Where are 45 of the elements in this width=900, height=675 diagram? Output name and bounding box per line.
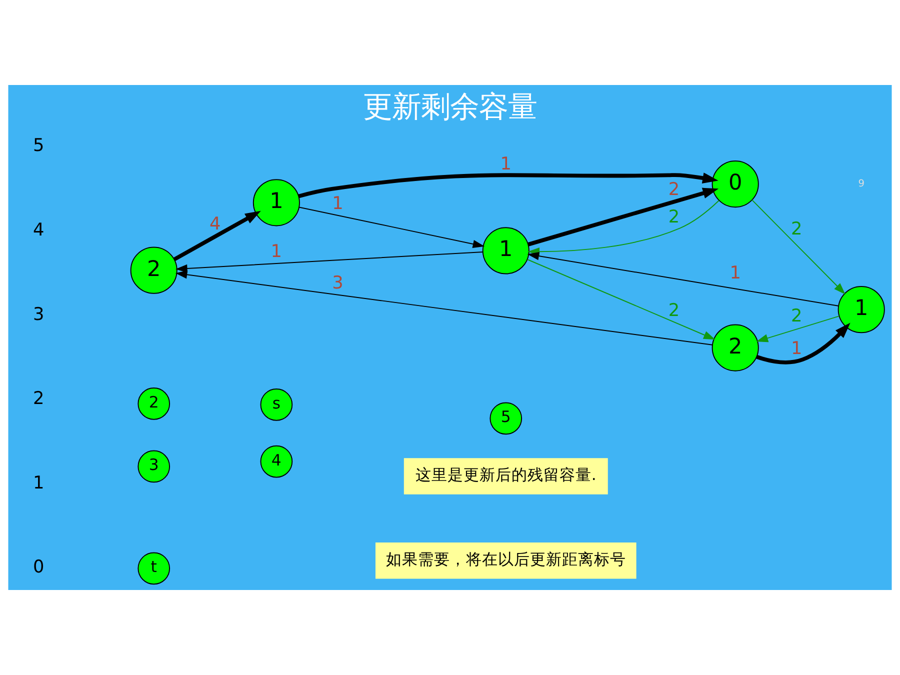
edge-label: 4 bbox=[210, 214, 221, 235]
edge-label: 1 bbox=[500, 154, 512, 175]
label: 3 bbox=[33, 304, 44, 325]
arrow bbox=[298, 206, 485, 248]
node-circle: 2 bbox=[712, 324, 759, 372]
label: 4 bbox=[33, 220, 44, 240]
node-circle: 2 bbox=[138, 388, 170, 420]
edge-label: 3 bbox=[332, 273, 344, 294]
edge-label: 1 bbox=[270, 242, 282, 262]
edge-label: 2 bbox=[668, 180, 680, 200]
diagram-title: 更新剩余容量 bbox=[363, 89, 537, 124]
node-box: 如果需要，将在以后更新距离标号 bbox=[375, 542, 636, 579]
arrow bbox=[173, 210, 261, 262]
node-circle: s bbox=[260, 388, 293, 421]
node-circle: 4 bbox=[260, 445, 293, 478]
label: 2 bbox=[33, 389, 44, 410]
edge-label: 2 bbox=[791, 219, 802, 240]
arrow bbox=[756, 322, 850, 364]
node-circle: 2 bbox=[130, 246, 178, 294]
arrow bbox=[176, 251, 484, 273]
arrow bbox=[526, 259, 716, 340]
edge-label: 1 bbox=[332, 194, 344, 214]
node-circle: 3 bbox=[138, 450, 170, 483]
arrow bbox=[528, 188, 719, 246]
edge-label: 2 bbox=[791, 306, 802, 327]
label: 0 bbox=[33, 558, 44, 578]
node-circle: 1 bbox=[252, 179, 300, 226]
node-circle: 1 bbox=[838, 286, 885, 334]
edge-label: 1 bbox=[791, 339, 802, 360]
edge-label: 2 bbox=[668, 300, 680, 321]
edge-label: 1 bbox=[730, 264, 741, 284]
arrow bbox=[752, 199, 846, 294]
arrow bbox=[527, 252, 839, 306]
arrow bbox=[175, 270, 713, 346]
label: 5 bbox=[33, 136, 44, 156]
edge-label: 2 bbox=[668, 208, 680, 228]
node-circle: 5 bbox=[490, 402, 522, 435]
node-circle: t bbox=[138, 552, 170, 585]
label: 1 bbox=[33, 473, 44, 494]
node-circle: 0 bbox=[712, 160, 759, 208]
node-circle: 1 bbox=[482, 227, 530, 274]
arrow bbox=[298, 172, 718, 198]
arrow bbox=[756, 316, 840, 342]
label: 9 bbox=[858, 178, 864, 190]
node-box: 这里是更新后的残留容量. bbox=[404, 458, 608, 494]
